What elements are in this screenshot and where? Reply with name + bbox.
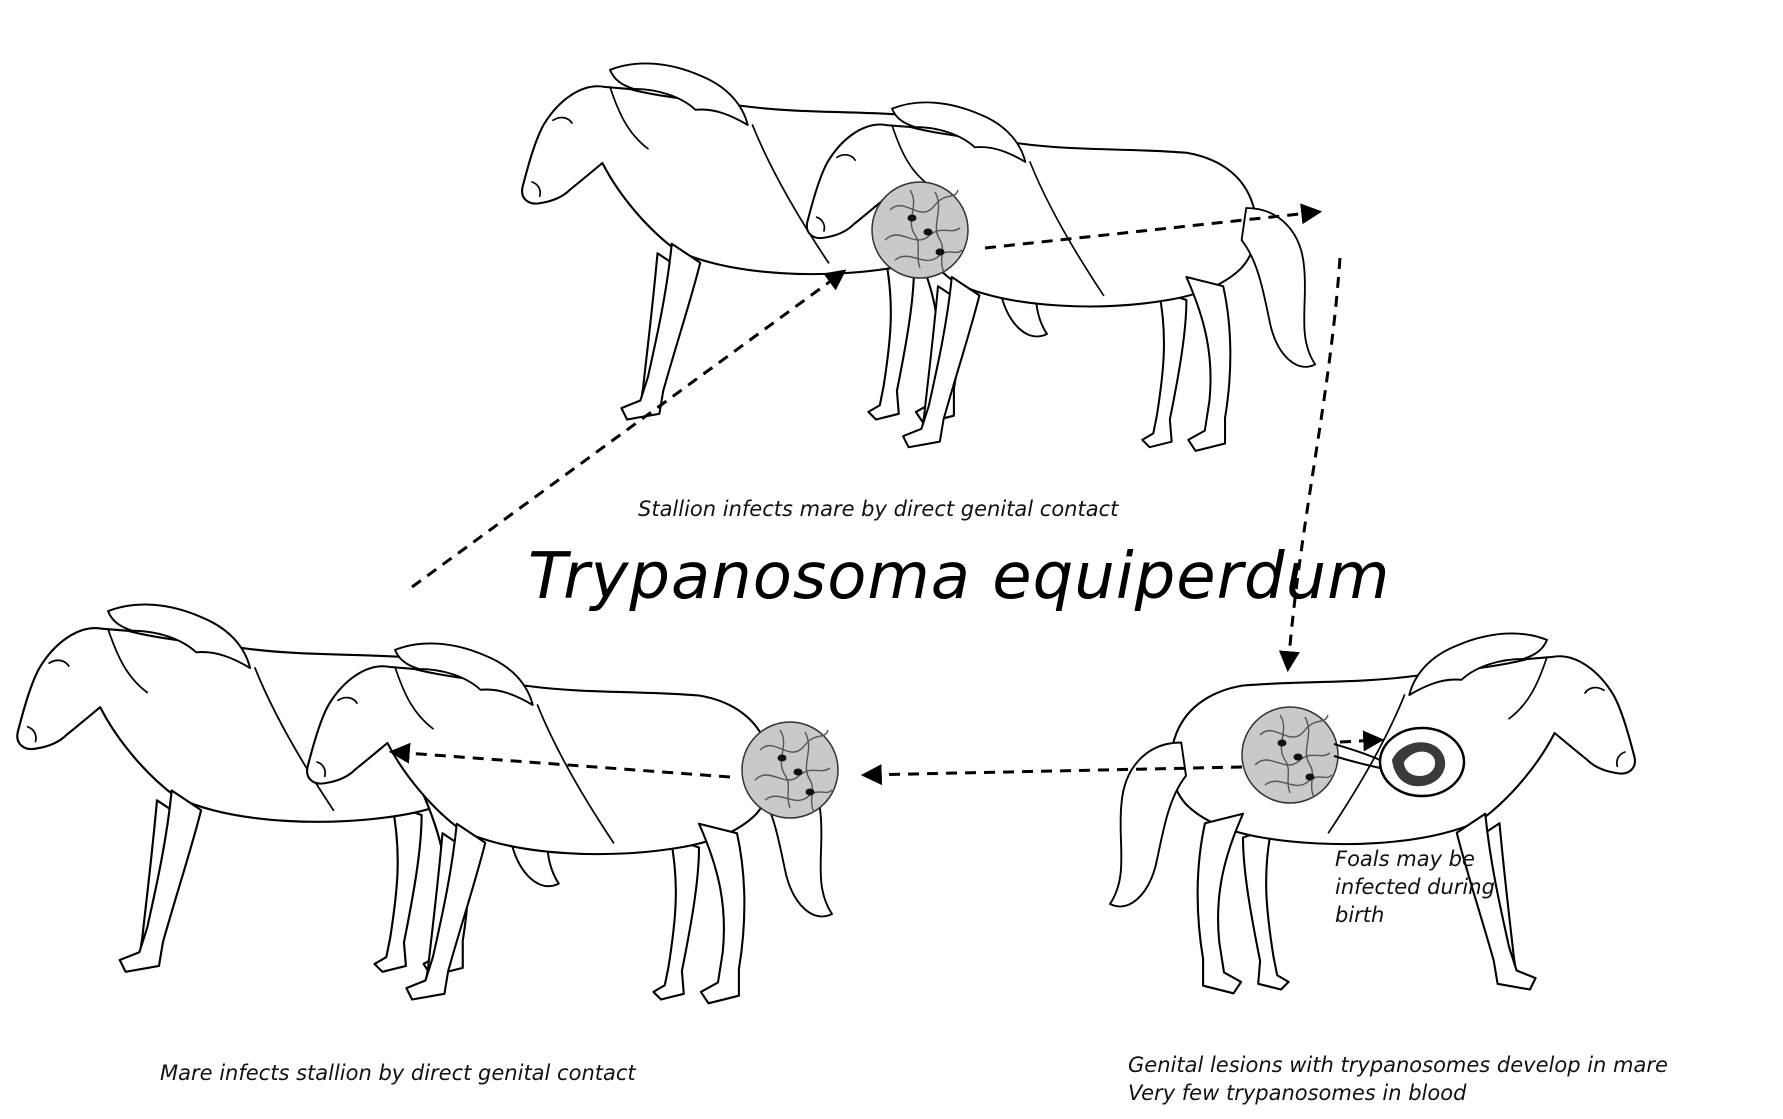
left-lesion-icon [741,721,839,819]
caption-mare-infects-stallion: Mare infects stallion by direct genital … [160,1061,636,1085]
arrow-right-to-foal [1339,730,1385,752]
caption-stallion-infects-mare: Stallion infects mare by direct genital … [638,497,1119,521]
caption-lesions-line2: Very few trypanosomes in blood [1128,1081,1467,1105]
diagram-title: Trypanosoma equiperdum [528,540,1391,614]
right-lesion-icon [1241,706,1339,804]
foal-embryo-icon [1333,726,1466,798]
caption-foals-line1: Foals may be [1335,847,1475,871]
arrow-right-to-left [860,764,1243,786]
left-mare-icon [306,642,834,1005]
caption-foals-line3: birth [1335,903,1385,927]
top-lesion-icon [871,181,969,279]
caption-lesions-line1: Genital lesions with trypanosomes develo… [1128,1053,1668,1077]
arrow-left-to-top [411,269,847,589]
right-mare-icon [1110,633,1635,993]
caption-foals-line2: infected during [1335,875,1495,899]
